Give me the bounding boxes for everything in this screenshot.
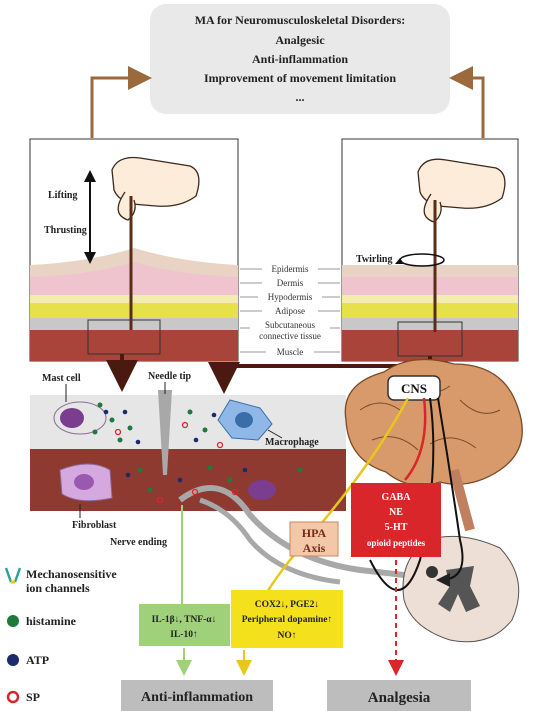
lifting-label: Lifting [48, 190, 77, 201]
anti-inflammation-label: Anti-inflammation [141, 690, 253, 705]
ne-label: NE [389, 507, 403, 518]
header-effect-4: ... [296, 90, 305, 104]
mast-cell-label: Mast cell [42, 373, 81, 384]
opioid-label: opioid peptides [367, 538, 426, 548]
adipose-label: Adipose [275, 306, 305, 316]
legend-ion-channels-label: ion channels [26, 581, 90, 595]
dermis-label: Dermis [277, 278, 304, 288]
legend-mechanosensitive-label: Mechanosensitive [26, 567, 117, 581]
twirling-label: Twirling [356, 254, 392, 265]
yellow-line-2: Peripheral dopamine↑ [242, 615, 333, 625]
navy-dot-icon [7, 654, 19, 666]
serotonin-label: 5-HT [385, 522, 408, 533]
ion-channel-icon [6, 568, 20, 582]
cytokine-line-1: IL-1β↓, TNF-α↓ [152, 615, 217, 625]
analgesia-label: Analgesia [368, 690, 431, 706]
macrophage-label: Macrophage [265, 437, 319, 448]
thrusting-label: Thrusting [44, 225, 87, 236]
gaba-label: GABA [382, 492, 412, 503]
header-effect-2: Anti-inflammation [252, 52, 348, 66]
axis-label: Axis [303, 541, 326, 555]
epidermis-label: Epidermis [272, 264, 309, 274]
cns-label: CNS [401, 381, 427, 396]
right-to-header-arrow [455, 78, 483, 138]
subcutaneous-label: Subcutaneous [265, 320, 315, 330]
left-skin-panel [30, 139, 238, 361]
right-skin-panel [342, 139, 518, 361]
nerve-ending-label: Nerve ending [110, 537, 167, 548]
hpa-label: HPA [302, 526, 327, 540]
header-title: MA for Neuromusculoskeletal Disorders: [195, 13, 406, 27]
header-effect-3: Improvement of movement limitation [204, 71, 396, 85]
needle-tip-label: Needle tip [148, 371, 191, 382]
header-effect-1: Analgesic [275, 33, 325, 47]
cytokine-line-2: IL-10↑ [170, 630, 197, 640]
connective-tissue-label: connective tissue [259, 331, 321, 341]
left-to-header-arrow [92, 78, 146, 138]
yellow-line-1: COX2↓, PGE2↓ [255, 600, 319, 610]
legend-atp-label: ATP [26, 653, 49, 667]
red-ring-icon [8, 692, 18, 702]
yellow-line-3: NO↑ [278, 631, 297, 641]
hypodermis-label: Hypodermis [268, 292, 313, 302]
legend-sp-label: SP [26, 690, 40, 704]
green-dot-icon [7, 615, 19, 627]
fibroblast-label: Fibroblast [72, 520, 117, 531]
muscle-label: Muscle [277, 347, 304, 357]
legend-histamine-label: histamine [26, 614, 77, 628]
